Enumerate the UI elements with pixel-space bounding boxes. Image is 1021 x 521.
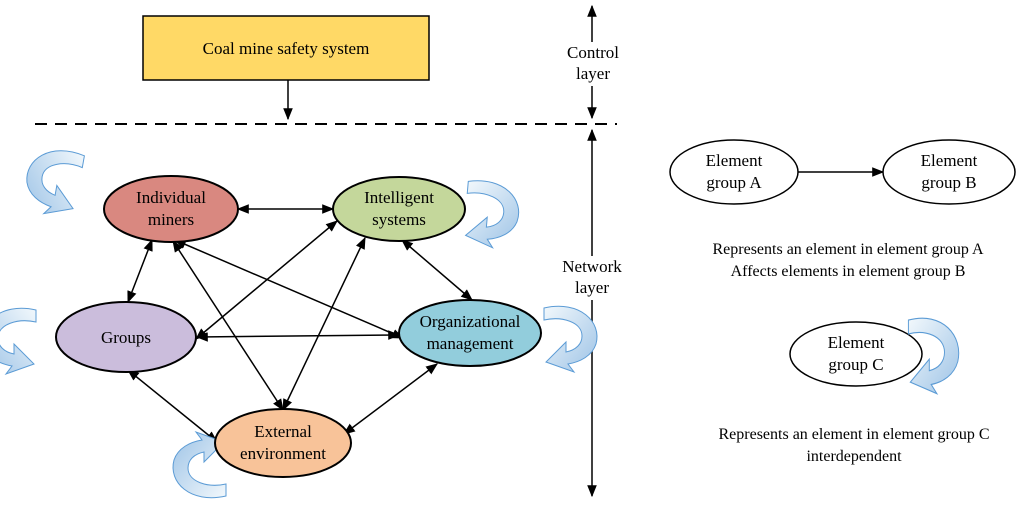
node-label: systems: [372, 210, 426, 229]
network-edges: [127, 204, 473, 443]
control-layer-label-2: layer: [576, 64, 610, 83]
edge-intel-org: [401, 239, 473, 301]
legend-node-b-label: Element: [921, 151, 978, 170]
legend-node-c-label: Element: [828, 333, 885, 352]
node-intelligent-systems: Intelligent systems: [332, 176, 466, 242]
node-label: Individual: [136, 188, 206, 207]
node-label: miners: [148, 210, 194, 229]
legend-node-b-label: group B: [921, 173, 976, 192]
control-box-label: Coal mine safety system: [203, 39, 370, 58]
edge-miners-org: [173, 239, 405, 339]
edge-intel-env: [282, 236, 366, 412]
legend-node-c: [789, 321, 923, 387]
node-label: management: [427, 334, 514, 353]
control-layer-label-1: Control: [567, 43, 619, 62]
node-label: Intelligent: [364, 188, 434, 207]
network-layer-label-2: layer: [575, 278, 609, 297]
node-label: External: [254, 422, 312, 441]
legend: Element group A Element group B Represen…: [669, 139, 1016, 465]
node-label: Groups: [101, 328, 151, 347]
control-box: [142, 15, 430, 81]
node-external-environment: External environment: [214, 408, 352, 478]
edge-groups-env: [127, 369, 218, 443]
legend-node-a: [669, 139, 799, 205]
edge-miners-groups: [127, 238, 153, 304]
legend-node-b: [882, 139, 1016, 205]
legend-node-a-label: Element: [706, 151, 763, 170]
node-groups: Groups: [55, 301, 197, 373]
cycle-icon-intel: [462, 179, 522, 251]
cycle-icon-miners: [20, 144, 86, 220]
edge-intel-groups: [195, 220, 338, 340]
edge-groups-org: [195, 330, 401, 342]
cycle-icon-org: [543, 305, 598, 373]
legend-desc-3: Represents an element in element group C: [718, 426, 989, 443]
cycle-icon-groups: [0, 307, 37, 375]
legend-node-a-label: group A: [706, 173, 762, 192]
legend-desc-1: Represents an element in element group A: [712, 241, 983, 258]
legend-node-c-label: group C: [828, 355, 883, 374]
node-label: environment: [240, 444, 326, 463]
node-individual-miners: Individual miners: [103, 175, 239, 243]
legend-desc-4: interdependent: [806, 448, 902, 465]
node-organizational-management: Organizational management: [398, 299, 542, 367]
edge-org-env: [343, 363, 438, 435]
legend-desc-2: Affects elements in element group B: [731, 263, 966, 280]
network-layer-label-1: Network: [562, 257, 622, 276]
node-label: Organizational: [420, 312, 521, 331]
